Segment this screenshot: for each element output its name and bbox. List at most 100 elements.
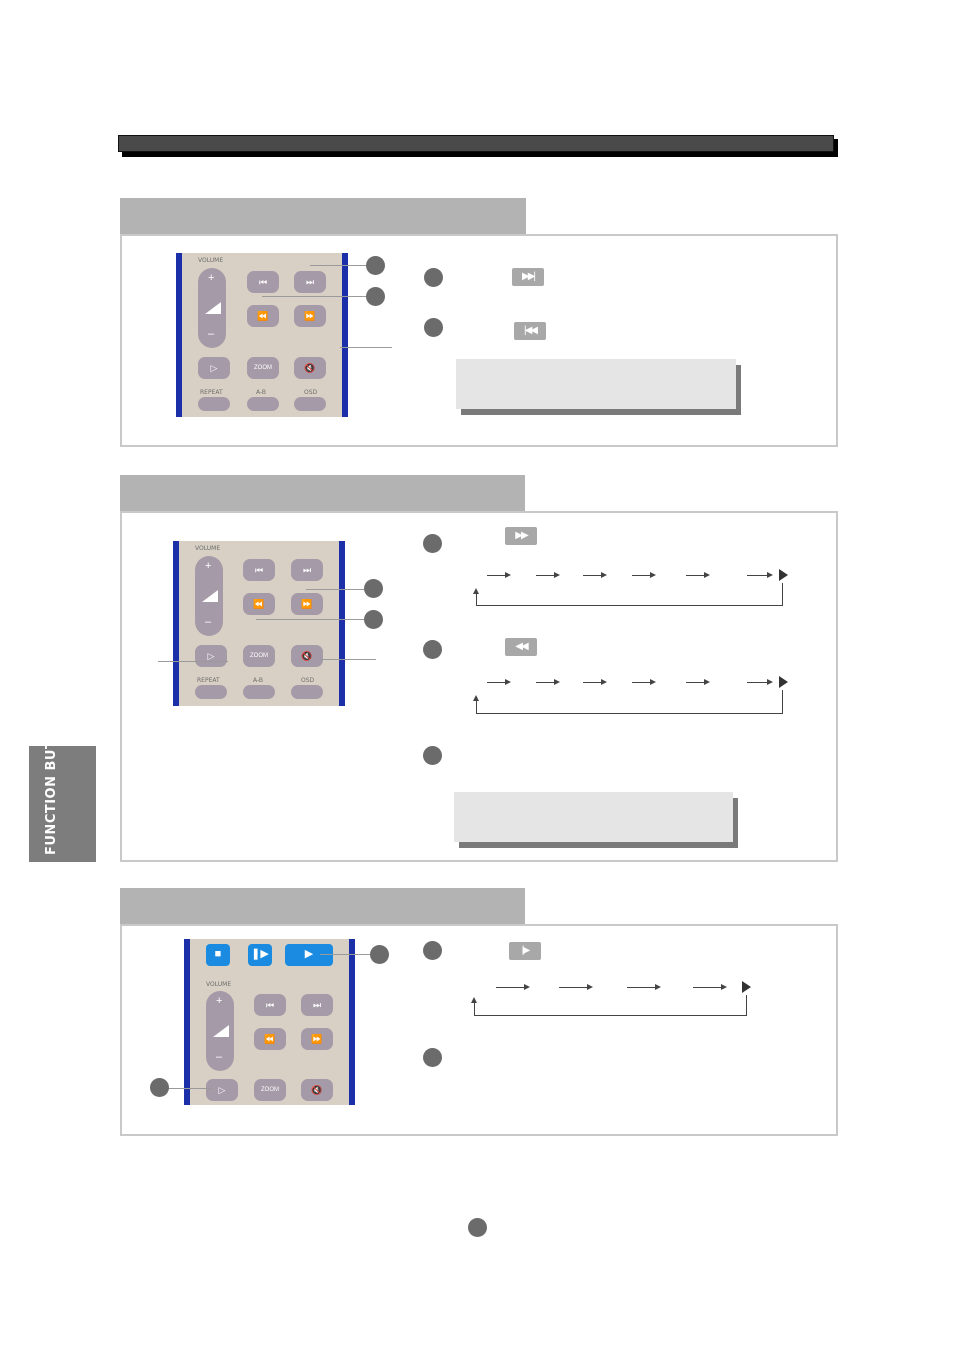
flow-return-arrowhead [473, 695, 479, 701]
step-button: ▷ [198, 357, 230, 379]
leader-line [168, 1088, 212, 1089]
osd-label: OSD [301, 677, 315, 684]
step-bullet [424, 268, 443, 287]
volume-rocker: + – [195, 556, 223, 636]
flow-arrow [487, 575, 505, 576]
flow-return-line [474, 1015, 747, 1016]
volume-rocker: + – [198, 268, 226, 348]
flow-arrowhead [601, 679, 607, 685]
note-box [454, 792, 733, 842]
remote-image-3: ■ ❚▶ ▶ VOLUME + – ⏮ ⏭ ⏪ ⏩ ▷ ZOOM 🔇 [184, 939, 355, 1105]
callout-dot [366, 287, 385, 306]
rewind-button: ⏪ [243, 593, 275, 615]
volume-minus: – [216, 1051, 223, 1063]
flow-arrow [559, 987, 587, 988]
flow-arrow [536, 682, 554, 683]
flow-arrowhead [767, 572, 773, 578]
step-bullet [423, 941, 442, 960]
remote-image-1: VOLUME + – ⏮ ⏭ ⏪ ⏩ ▷ ZOOM 🔇 REPEAT A-B O… [176, 253, 348, 417]
flow-arrowhead [704, 572, 710, 578]
flow-arrow [583, 682, 601, 683]
leader-line [262, 296, 366, 297]
leader-line [320, 954, 370, 955]
mute-button: 🔇 [301, 1079, 333, 1101]
next-button: ⏭ [301, 994, 333, 1016]
play-button: ▶ [285, 944, 333, 966]
flow-arrowhead [554, 679, 560, 685]
rewind-icon: ◀◀ [505, 638, 537, 656]
remote-edge-left [176, 253, 182, 417]
osd-label: OSD [304, 389, 318, 396]
fast-forward-button: ⏩ [291, 593, 323, 615]
flow-arrowhead [721, 984, 727, 990]
volume-rocker: + – [206, 991, 234, 1071]
flow-return-line [476, 713, 783, 714]
flow-return-arrowhead [471, 997, 477, 1003]
side-tab [29, 746, 96, 862]
prev-track-icon: |◀◀ [514, 322, 546, 340]
next-button: ⏭ [294, 271, 326, 293]
flow-arrowhead [704, 679, 710, 685]
repeat-button [198, 397, 230, 411]
flow-end-marker [742, 981, 751, 993]
fast-forward-button: ⏩ [301, 1028, 333, 1050]
leader-line [158, 661, 228, 662]
flow-arrowhead [655, 984, 661, 990]
leader-line [340, 347, 392, 348]
leader-line [256, 619, 364, 620]
callout-dot [370, 945, 389, 964]
section-1-tab [120, 198, 526, 234]
volume-minus: – [205, 616, 212, 628]
pause-step-button: ❚▶ [248, 944, 272, 966]
volume-label: VOLUME [195, 545, 221, 552]
section-2-tab [120, 475, 525, 511]
prev-button: ⏮ [254, 994, 286, 1016]
flow-arrow [747, 682, 767, 683]
flow-arrow [693, 987, 721, 988]
step-bullet [423, 640, 442, 659]
step-button: ▷ [206, 1079, 238, 1101]
note-box [456, 359, 736, 409]
ab-button [243, 685, 275, 699]
prev-button: ⏮ [247, 271, 279, 293]
flow-arrowhead [524, 984, 530, 990]
step-bullet [423, 534, 442, 553]
flow-arrowhead [505, 572, 511, 578]
flow-return-line [476, 605, 783, 606]
step-button: ▷ [195, 645, 227, 667]
step-play-icon: |▶ [509, 942, 541, 960]
zoom-button: ZOOM [243, 645, 275, 667]
side-tab-label: FUNCTION BUTTONS [44, 697, 59, 855]
osd-button [291, 685, 323, 699]
zoom-button: ZOOM [247, 357, 279, 379]
flow-end-marker [779, 676, 788, 688]
next-track-icon: ▶▶| [512, 268, 544, 286]
flow-arrowhead [767, 679, 773, 685]
remote-edge-right [349, 939, 355, 1105]
ab-label: A-B [253, 677, 264, 684]
volume-label: VOLUME [198, 257, 224, 264]
flow-arrow [487, 682, 505, 683]
next-button: ⏭ [291, 559, 323, 581]
leader-line [318, 659, 376, 660]
flow-arrowhead [650, 679, 656, 685]
callout-dot [366, 256, 385, 275]
volume-ramp-icon [202, 590, 218, 602]
leader-line [306, 589, 364, 590]
remote-edge-left [184, 939, 190, 1105]
volume-plus: + [208, 272, 215, 284]
flow-arrowhead [650, 572, 656, 578]
flow-arrow [632, 575, 650, 576]
volume-label: VOLUME [206, 981, 232, 988]
flow-arrow [627, 987, 655, 988]
repeat-label: REPEAT [200, 389, 223, 396]
page-number-dot [468, 1218, 487, 1237]
flow-return-up [746, 995, 747, 1015]
ab-label: A-B [256, 389, 267, 396]
step-bullet [424, 318, 443, 337]
volume-plus: + [205, 560, 212, 572]
volume-ramp-icon [213, 1025, 229, 1037]
leader-line [310, 265, 366, 266]
rewind-button: ⏪ [254, 1028, 286, 1050]
repeat-button [195, 685, 227, 699]
